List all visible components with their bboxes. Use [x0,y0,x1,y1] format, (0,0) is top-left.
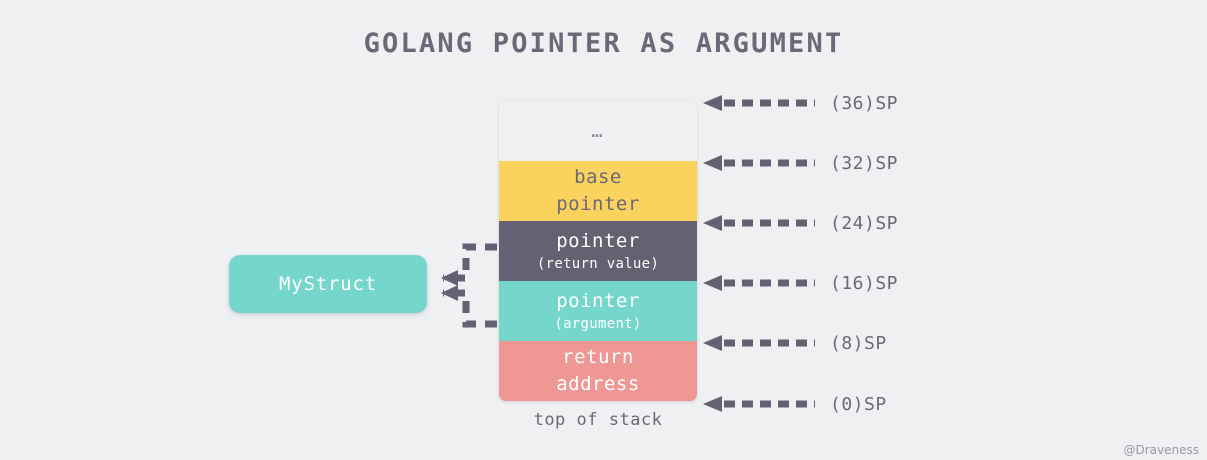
left-arrow-icon [703,95,815,111]
band-label-main: return [562,346,634,368]
sp-marker-label: (36)SP [830,92,899,114]
mystruct-label: MyStruct [279,273,377,295]
sp-marker-label: (32)SP [830,152,899,174]
sp-marker-label: (8)SP [830,332,887,354]
ellipsis-icon: … [591,120,605,142]
band-label-main: base [574,166,622,188]
stack-band-return-address: return address [499,341,697,401]
band-label-main: pointer [556,230,640,252]
left-arrow-icon [703,275,815,291]
sp-marker-row: (24)SP [703,212,899,234]
sp-marker-label: (0)SP [830,393,887,415]
left-arrow-icon [703,396,815,412]
sp-marker-row: (32)SP [703,152,899,174]
sp-marker-row: (16)SP [703,272,899,294]
left-arrow-icon [703,215,815,231]
band-label-sub: pointer [556,193,640,215]
stack-band-pointer-return-value: pointer (return value) [499,221,697,281]
sp-marker-row: (0)SP [703,393,887,415]
band-label-sub: (return value) [536,256,660,272]
sp-marker-label: (24)SP [830,212,899,234]
mystruct-box: MyStruct [229,255,427,313]
stack-frame-diagram: … base pointer pointer (return value) po… [499,101,697,401]
left-arrow-icon [703,155,815,171]
stack-caption: top of stack [533,410,663,430]
watermark: @Draveness [1123,443,1199,457]
left-arrow-icon [703,335,815,351]
connector-return-value-to-mystruct [441,243,497,286]
sp-marker-label: (16)SP [830,272,899,294]
sp-marker-row: (36)SP [703,92,899,114]
band-label-main: pointer [556,290,640,312]
connector-argument-to-mystruct [441,285,497,328]
stack-band-base-pointer: base pointer [499,161,697,221]
band-label-sub: (argument) [554,316,642,332]
stack-band-ellipsis: … [499,101,697,161]
band-label-sub: address [556,373,640,395]
page-title: GOLANG POINTER AS ARGUMENT [363,28,844,59]
stack-band-pointer-argument: pointer (argument) [499,281,697,341]
sp-marker-row: (8)SP [703,332,887,354]
